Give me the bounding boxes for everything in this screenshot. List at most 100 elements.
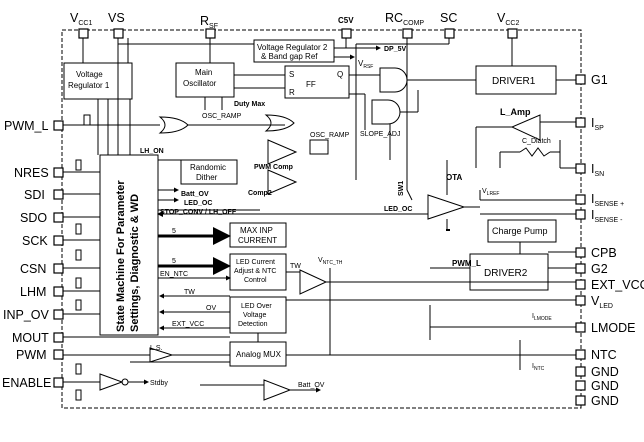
ota-label: OTA (446, 173, 463, 182)
vled-label: VLED (591, 294, 613, 310)
max-inp-text-2: CURRENT (238, 236, 277, 245)
pin-gnd-3 (575, 395, 586, 406)
pin-isense-m (575, 209, 586, 220)
slope-adj-label: SLOPE_ADJ (360, 131, 400, 138)
pin-rsf (205, 28, 216, 39)
cpb-label: CPB (591, 246, 617, 260)
osc-text-1: Main (195, 68, 212, 77)
analog-mux-block (229, 341, 287, 367)
main-oscillator-block (175, 62, 235, 98)
en-ntc-label: EN_NTC (160, 271, 188, 278)
pin-csn (53, 263, 64, 274)
dp5v-label: DP_5V (384, 46, 407, 53)
led-over-voltage-block (229, 296, 287, 334)
sck-label: SCK (22, 234, 48, 248)
led-current-text-3: Control (244, 277, 267, 284)
isn-label: ISN (591, 162, 604, 178)
pin-mout (53, 332, 64, 343)
lh-on-label: LH_ON (140, 148, 164, 155)
pin-pwm-l (53, 120, 64, 131)
vreg2-text-2: & Band gap Ref (261, 52, 318, 61)
bus-width-5-b: 5 (172, 258, 176, 265)
pin-vs (113, 28, 124, 39)
and-gate-1 (379, 67, 408, 93)
stop-conv-label: STOP_CONV / LH_OFF (160, 209, 237, 216)
wiring (63, 38, 576, 401)
ota (427, 194, 466, 220)
vntc-th-label: VNTC_TH (318, 257, 343, 266)
pin-cpb (575, 247, 586, 258)
lhm-label: LHM (20, 285, 46, 299)
ext-vcc-signal-label: EXT_VCC (172, 321, 204, 328)
gnd-label-1: GND (591, 365, 619, 379)
batt-ov-label-2: Batt_OV (298, 382, 325, 389)
or-gate-2 (264, 114, 295, 132)
analog-mux-text: Analog MUX (236, 350, 282, 359)
charge-pump-block (487, 219, 557, 243)
isense-m-label: ISENSE - (591, 208, 623, 224)
isp-label: ISP (591, 116, 604, 132)
pwm-label: PWM (16, 348, 47, 362)
vcc2-label: VCC2 (497, 11, 519, 27)
c-dlatch-label: C_Dlatch (522, 138, 551, 145)
vreg1-text-2: Regulator 1 (68, 81, 110, 90)
vreg1-text-1: Voltage (76, 70, 103, 79)
pwm-comp-label: PWM Comp (254, 164, 293, 171)
pin-isp (575, 117, 586, 128)
and-gate-2 (371, 99, 401, 125)
pin-nres (53, 167, 64, 178)
pin-isense-p (575, 194, 586, 205)
ilmode-label: ILMODE (532, 313, 552, 322)
pin-sdi (53, 189, 64, 200)
rsf-label: RSF (200, 14, 218, 30)
batt-ov-comparator (263, 379, 292, 401)
batt-ov-label: Batt_OV (181, 191, 209, 198)
pin-g1 (575, 74, 586, 85)
osc-text-2: Oscillator (183, 79, 217, 88)
tw-label-2: TW (290, 263, 301, 270)
vlref-label: VLREF (482, 188, 499, 197)
ff-q: Q (337, 70, 343, 79)
inp-ov-label: INP_OV (3, 308, 50, 322)
led-oc-label: LED_OC (384, 206, 412, 213)
dither-text-2: Dither (196, 173, 218, 182)
ext-vcc-label: EXT_VCC (591, 278, 644, 292)
pin-sc (444, 28, 455, 39)
ff-label: FF (306, 80, 316, 89)
led-current-text-1: LED Current (236, 259, 275, 266)
sc-label: SC (440, 11, 457, 25)
dither-text-1: Randomic (190, 163, 226, 172)
right-pins (575, 74, 586, 406)
max-inp-text-1: MAX INP (240, 226, 273, 235)
vs-label: VS (108, 11, 125, 25)
or-gate (158, 116, 189, 134)
vreg2-text-1: Voltage Regulator 2 (257, 43, 328, 52)
ntc-label: NTC (591, 348, 617, 362)
mout-label: MOUT (12, 331, 49, 345)
inductor-icon (309, 139, 329, 155)
driver1-block (475, 65, 557, 95)
gnd-label-2: GND (591, 379, 619, 393)
g1-label: G1 (591, 73, 608, 87)
pin-rcc (402, 28, 413, 39)
voltage-regulator-1-block (63, 62, 133, 100)
bus-width-5-a: 5 (172, 228, 176, 235)
pin-vled (575, 295, 586, 306)
comp2-label: Comp2 (248, 190, 272, 197)
max-inp-current-block (229, 222, 287, 248)
led-current-text-2: Adjust & NTC (234, 268, 276, 275)
pwm-l-signal-label: PWM_L (452, 259, 481, 268)
led-over-text-1: LED Over (241, 303, 272, 310)
intc-label: INTC (532, 363, 545, 372)
l-amp-label: L_Amp (500, 107, 531, 117)
g2-label: G2 (591, 262, 608, 276)
pin-g2 (575, 263, 586, 274)
pin-ext-vcc (575, 279, 586, 290)
vcc1-label: VCC1 (70, 11, 92, 27)
sdi-label: SDI (24, 188, 45, 202)
led-over-text-2: Voltage (243, 312, 266, 319)
pin-ntc (575, 349, 586, 360)
pin-isn (575, 163, 586, 174)
pwm-comp (267, 139, 298, 165)
sdo-label: SDO (20, 211, 47, 225)
